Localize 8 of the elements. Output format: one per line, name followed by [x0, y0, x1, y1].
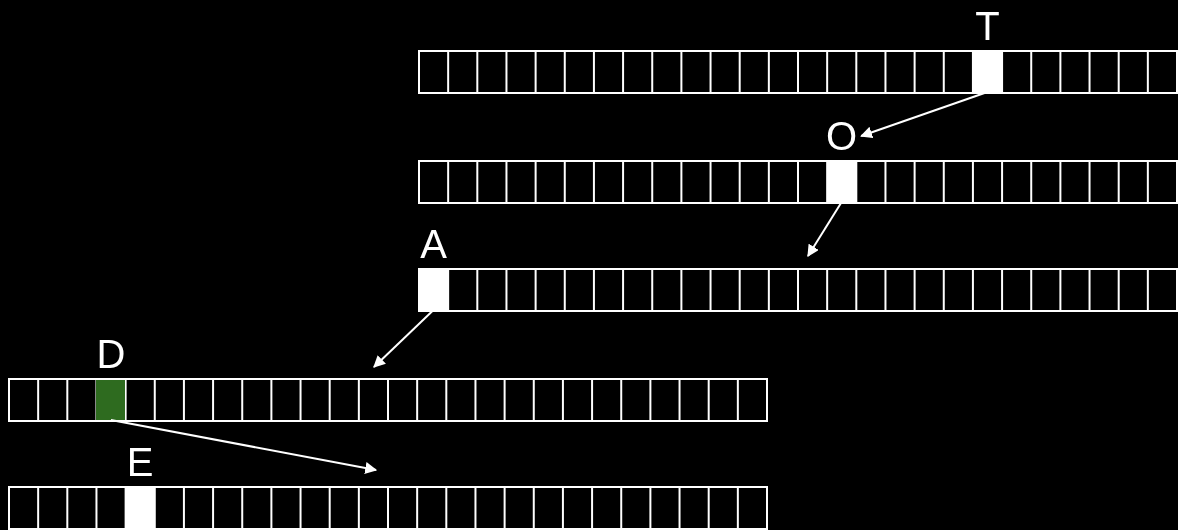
cell-letter: E	[126, 442, 154, 482]
cell-letter: A	[420, 224, 447, 264]
cell-letter: T	[975, 6, 1000, 46]
arrow	[373, 309, 435, 368]
arrow	[109, 419, 378, 474]
cell-letter: O	[826, 116, 858, 156]
arrow	[807, 201, 843, 257]
cell-letter: D	[96, 334, 126, 374]
